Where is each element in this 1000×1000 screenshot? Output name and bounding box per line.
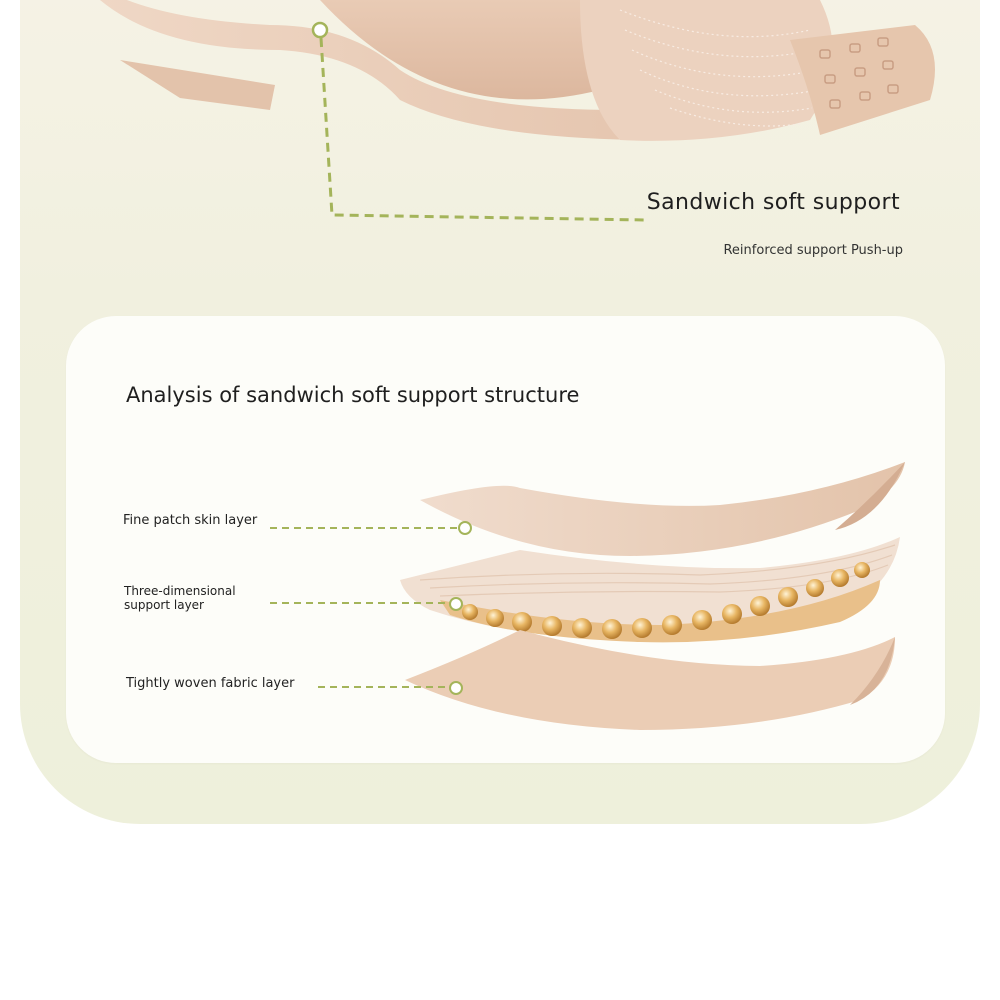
layer-label-support-line1: Three-dimensional [124, 584, 236, 598]
strapless-bra-image [100, 0, 935, 222]
structure-title: Analysis of sandwich soft support struct… [126, 383, 580, 407]
feature-title: Sandwich soft support [646, 190, 900, 215]
layer-label-skin: Fine patch skin layer [123, 513, 258, 528]
layer-label-woven: Tightly woven fabric layer [126, 676, 295, 691]
layer-label-support: Three-dimensional support layer [124, 584, 236, 612]
feature-subtitle: Reinforced support Push-up [723, 243, 903, 258]
layer-label-support-line2: support layer [124, 598, 204, 612]
